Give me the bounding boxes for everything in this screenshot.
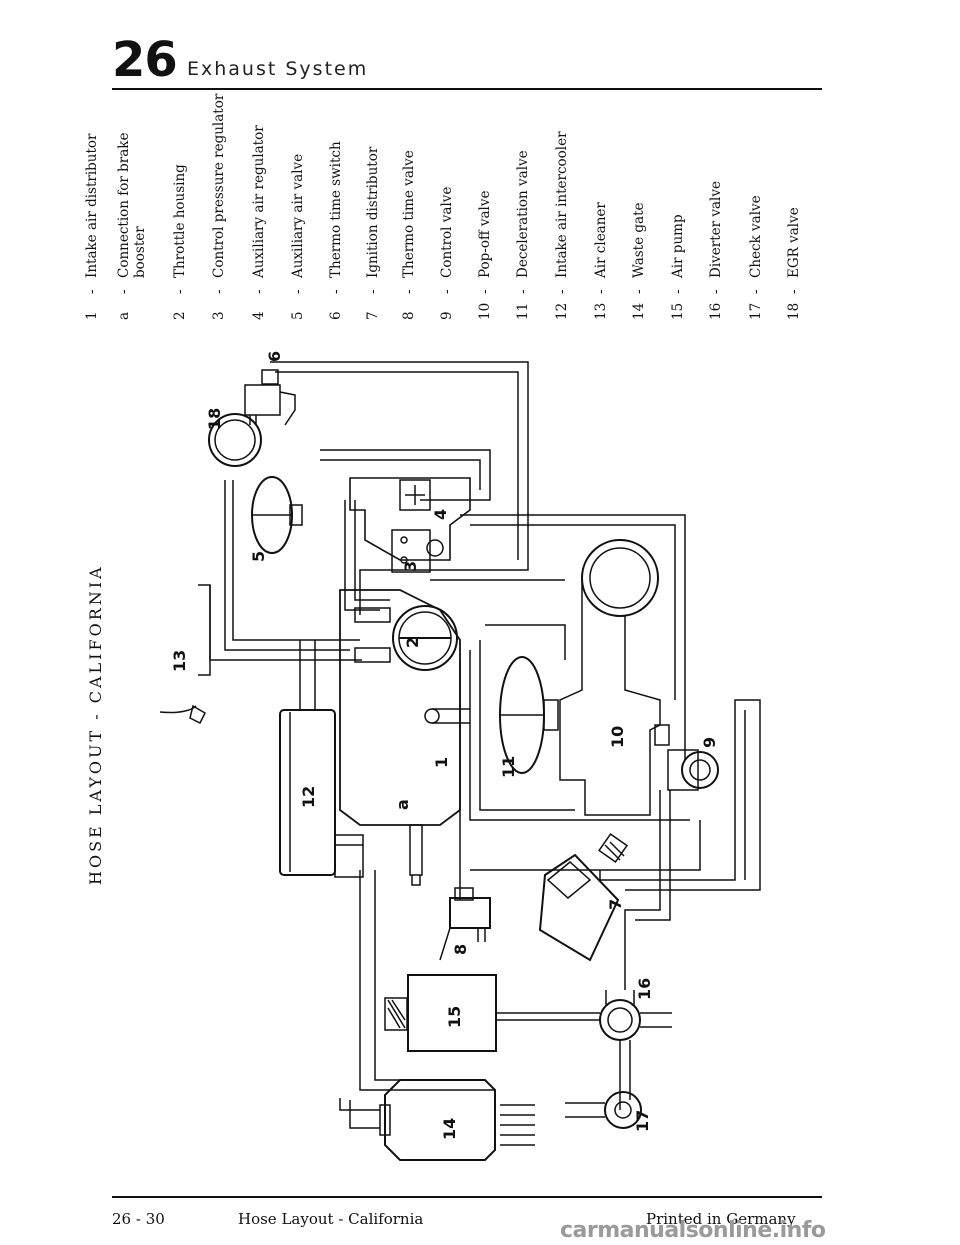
auxiliary-air-regulator-4 <box>349 477 471 561</box>
diagram-label-15: 15 <box>445 1006 464 1028</box>
diagram-label-16: 16 <box>635 978 654 1000</box>
diagram-label-10: 10 <box>608 726 627 748</box>
intake-air-intercooler-12 <box>279 709 364 878</box>
thermo-time-switch-6 <box>244 369 296 426</box>
printed-note: Printed in Germany <box>646 1210 796 1228</box>
footer-section: Hose Layout - California <box>238 1210 424 1228</box>
chapter-number: 26 <box>112 32 178 88</box>
egr-valve-18 <box>208 413 262 467</box>
diagram-label-5: 5 <box>249 551 268 562</box>
chapter-title: Exhaust System <box>187 58 369 80</box>
diagram-label-8: 8 <box>451 944 470 955</box>
intake-air-distributor-1 <box>339 589 470 826</box>
control-valve-9 <box>667 749 719 791</box>
waste-gate-14 <box>339 1079 535 1161</box>
thermo-time-valve-8 <box>439 887 491 961</box>
page-number: 26 - 30 <box>112 1210 165 1228</box>
air-cleaner-13 <box>159 584 211 725</box>
site-watermark: carmanualsonline.info <box>560 1218 826 1243</box>
header-rule <box>112 88 822 90</box>
diagram-label-12: 12 <box>299 786 318 808</box>
diagram-label-18: 18 <box>205 408 224 430</box>
diagram-label-7: 7 <box>606 899 625 910</box>
diagram-label-11: 11 <box>499 756 518 778</box>
diagram-label-13: 13 <box>170 650 189 672</box>
pop-off-valve-10 <box>559 539 670 816</box>
deceleration-valve-11 <box>499 656 559 774</box>
check-valve-17 <box>565 1091 642 1129</box>
diagram-label-14: 14 <box>440 1118 459 1140</box>
diagram-label-a: a <box>393 799 412 810</box>
diverter-valve-16 <box>599 990 672 1041</box>
ignition-distributor-7 <box>538 833 628 962</box>
auxiliary-air-valve-5 <box>251 476 303 554</box>
diagram-label-3: 3 <box>401 561 420 572</box>
throttle-housing-2 <box>354 605 458 671</box>
diagram-label-6: 6 <box>265 351 284 362</box>
brake-booster-connection-a <box>409 824 423 886</box>
diagram-label-9: 9 <box>700 737 719 748</box>
diagram-label-4: 4 <box>431 509 450 520</box>
diagram-label-1: 1 <box>432 757 451 768</box>
diagram-label-17: 17 <box>633 1110 652 1132</box>
air-pump-15 <box>384 974 600 1052</box>
control-pressure-regulator-3 <box>391 529 444 573</box>
hose-lines <box>209 361 761 1110</box>
diagram-label-2: 2 <box>403 637 422 648</box>
footer-rule <box>112 1196 822 1198</box>
